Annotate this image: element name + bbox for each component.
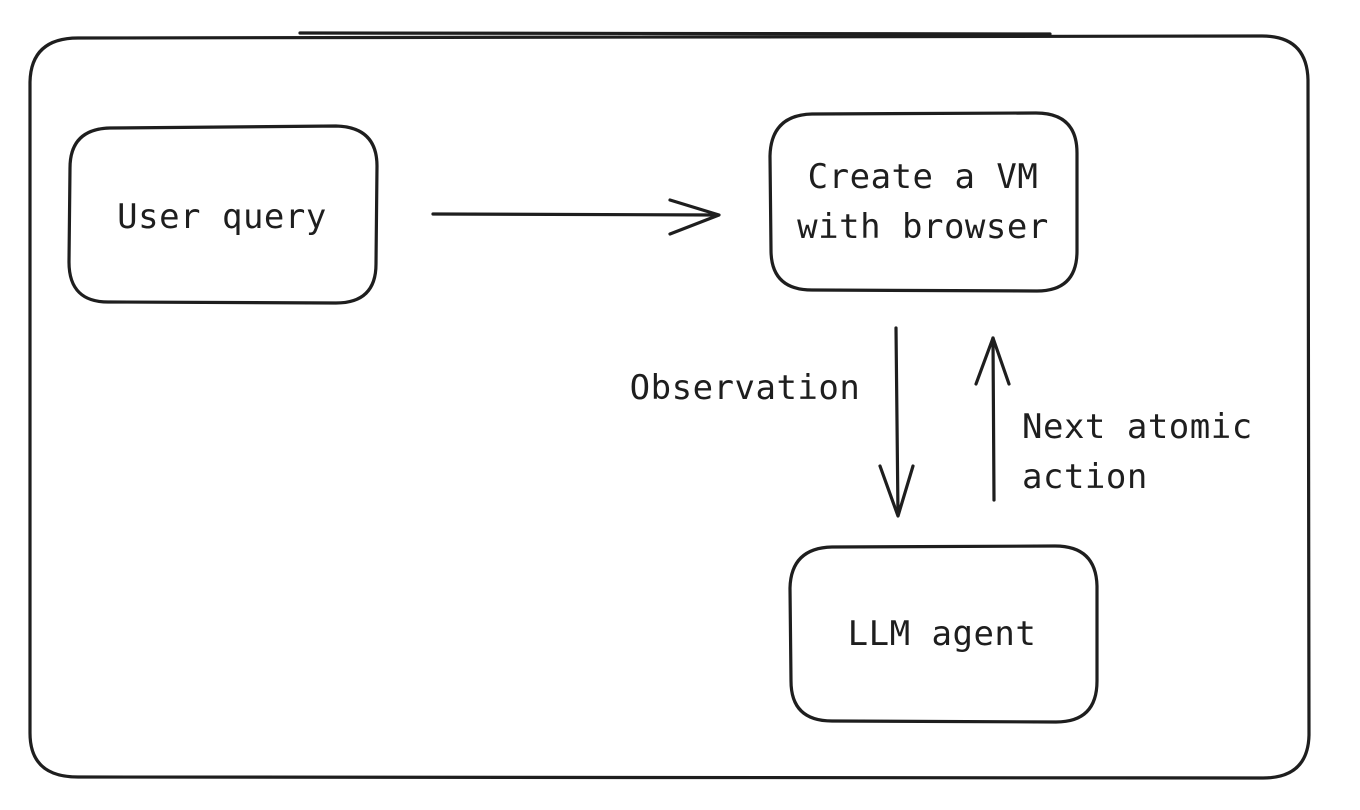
next-action-label-line1: Next atomic [1022,407,1253,447]
next-action-shaft [991,336,996,502]
observation-label: Observation [630,368,861,408]
llm-agent-label: LLM agent [848,614,1037,654]
observation-arrow [878,326,915,518]
query-to-vm-arrow [431,198,721,236]
outer-frame [28,34,1311,780]
create-vm-label-line1: Create a VM [808,157,1039,197]
observation-head [878,464,915,518]
user-query-node: User query [67,124,379,305]
query-to-vm-shaft [431,212,720,217]
create-vm-label-line2: with browser [797,207,1049,247]
observation-shaft [894,326,900,517]
user-query-label: User query [117,197,327,237]
next-action-head [974,336,1011,386]
query-to-vm-head [668,198,721,236]
user-query-box [67,124,379,305]
llm-agent-box [788,544,1099,724]
create-vm-box [768,111,1079,293]
outer-frame-overstroke [298,31,1052,36]
next-action-label-line2: action [1022,457,1148,497]
next-action-arrow [974,336,1011,502]
llm-agent-node: LLM agent [788,544,1099,724]
create-vm-node: Create a VM with browser [768,111,1079,293]
